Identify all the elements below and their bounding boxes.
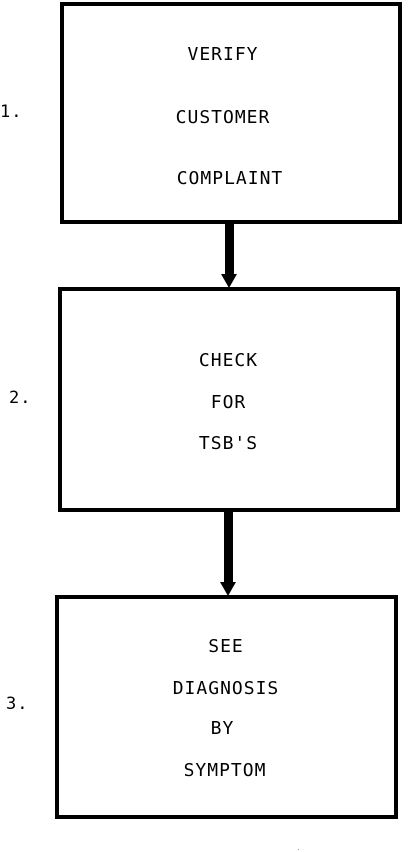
step-1-number: 1. xyxy=(0,102,23,122)
step-3-line-3: BY xyxy=(210,718,235,739)
step-2-line-2: FOR xyxy=(210,392,247,413)
step-3-line-4: SYMPTOM xyxy=(183,760,267,781)
step-3-line-1: SEE xyxy=(208,636,244,657)
scan-speck xyxy=(298,849,299,850)
step-1-box: VERIFY CUSTOMER COMPLAINT xyxy=(60,2,402,224)
arrow-step-1-to-2 xyxy=(221,224,237,288)
step-1-line-1: VERIFY xyxy=(187,44,259,65)
step-2-line-1: CHECK xyxy=(198,350,259,371)
step-1-line-2: CUSTOMER xyxy=(175,107,271,128)
step-2-number: 2. xyxy=(9,388,32,408)
step-2-line-3: TSB'S xyxy=(198,433,259,454)
arrow-step-2-to-3 xyxy=(220,512,236,596)
step-3-box: SEE DIAGNOSIS BY SYMPTOM xyxy=(55,595,398,819)
step-3-line-2: DIAGNOSIS xyxy=(172,678,280,699)
step-1-line-3: COMPLAINT xyxy=(176,168,284,189)
step-2-box: CHECK FOR TSB'S xyxy=(58,287,400,512)
step-3-number: 3. xyxy=(6,694,29,714)
